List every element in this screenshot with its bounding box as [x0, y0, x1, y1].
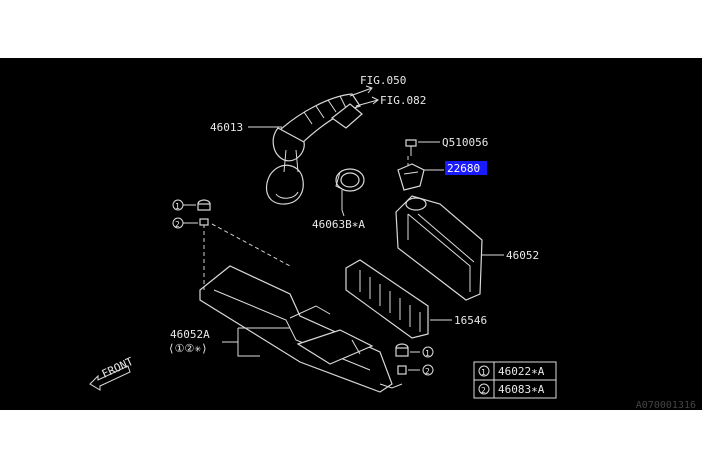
callout-2-right: 2 [425, 367, 430, 376]
clamp-46063B [335, 168, 365, 192]
arrow-fig082 [355, 96, 379, 107]
label-Q510056[interactable]: Q510056 [442, 136, 488, 149]
label-46063B[interactable]: 46063B∗A [312, 218, 365, 231]
callout-circle-1-right [422, 346, 434, 358]
legend-table: 1 46022∗A 2 46083∗A [473, 361, 557, 399]
diagram-code: A070001316 [635, 400, 696, 411]
label-46052[interactable]: 46052 [506, 249, 539, 262]
sensor-22680 [397, 163, 425, 191]
legend-part-2[interactable]: 46083∗A [498, 383, 545, 396]
callout-2-left: 2 [175, 220, 180, 229]
intake-duct-46013 [265, 93, 363, 205]
grommet-right-1 [395, 343, 409, 357]
grommet-left-2 [199, 218, 209, 226]
filter-16546 [345, 259, 429, 339]
bolt-Q510056 [405, 139, 417, 156]
label-fig050[interactable]: FIG.050 [360, 74, 406, 87]
label-22680[interactable]: 22680 [447, 162, 480, 175]
front-arrow-icon [89, 365, 131, 391]
label-46052A-sub: ⟨①②✳⟩ [168, 342, 208, 355]
label-46013[interactable]: 46013 [210, 121, 243, 134]
legend-num-2: 2 [481, 386, 486, 395]
label-46052A[interactable]: 46052A [170, 328, 210, 341]
highlight-22680 [445, 161, 487, 175]
label-front: FRONT [100, 355, 136, 381]
arrow-fig050 [349, 85, 373, 97]
diagram-panel: FIG.050 FIG.082 46013 46063B∗A Q510056 [0, 58, 702, 410]
lower-case-46052A [199, 265, 403, 393]
label-fig082[interactable]: FIG.082 [380, 94, 426, 107]
callout-1-left: 1 [175, 202, 180, 211]
label-16546[interactable]: 16546 [454, 314, 487, 327]
air-cleaner-case-46052 [395, 195, 483, 301]
callout-1-right: 1 [425, 349, 430, 358]
callout-circle-2-right [422, 364, 434, 376]
grommet-left-1 [197, 199, 211, 211]
grommet-right-2 [397, 365, 407, 375]
legend-part-1[interactable]: 46022∗A [498, 365, 545, 378]
legend-num-1: 1 [481, 368, 486, 377]
parts-diagram: FIG.050 FIG.082 46013 46063B∗A Q510056 [89, 74, 557, 399]
